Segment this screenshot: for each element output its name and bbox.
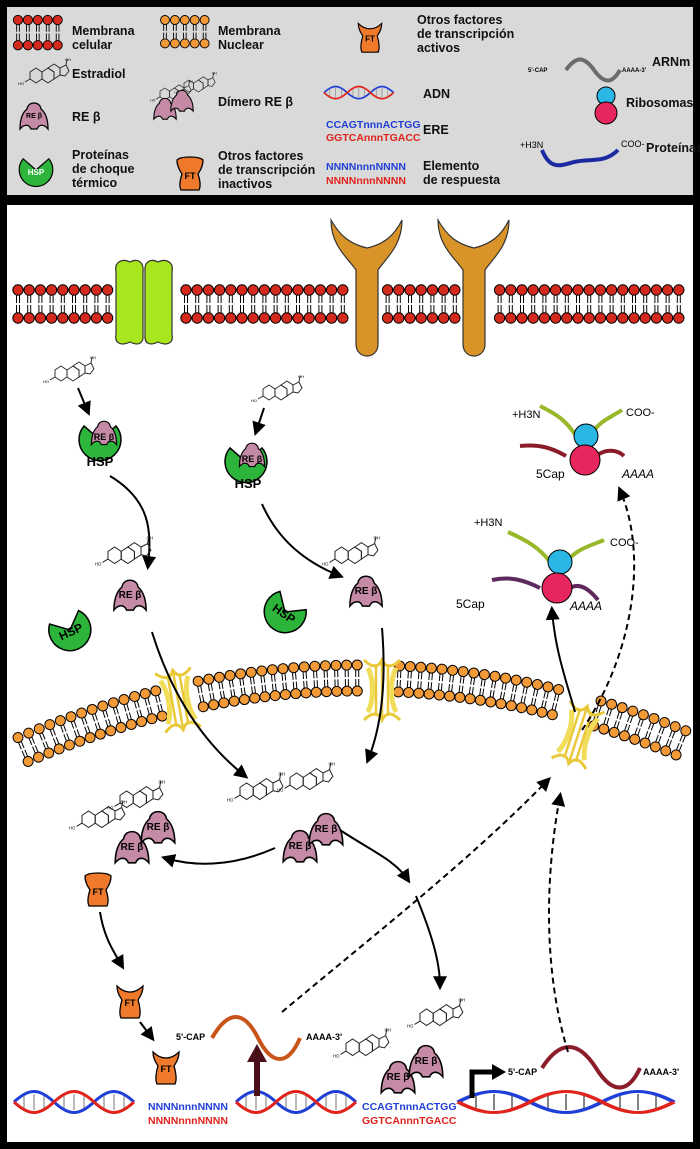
re-dimer-left: RE β RE β: [68, 778, 176, 864]
legend-mrna-text: ARNm: [652, 55, 690, 69]
legend-ribosome-text: Ribosomas: [626, 96, 693, 110]
ft-inactive-1: FT: [84, 872, 112, 907]
svg-text:5Cap: 5Cap: [456, 597, 485, 611]
ribosome-icon: [594, 86, 618, 125]
svg-text:FT: FT: [93, 887, 104, 897]
re-dimer-center: RE β RE β: [226, 760, 344, 863]
legend-re-beta-text: RE β: [72, 110, 101, 124]
svg-text:COO-: COO-: [610, 537, 639, 549]
legend-estradiol-text: Estradiol: [72, 67, 126, 81]
svg-text:RE β: RE β: [387, 1072, 410, 1083]
re-dimer-bottom: RE β RE β: [332, 996, 466, 1094]
seq-el-top: NNNNnnnNNNN: [148, 1101, 228, 1113]
ft-active-3: FT: [152, 1051, 180, 1085]
transcription-start-arrow: [469, 1064, 506, 1098]
re-estradiol-left: RE β: [94, 534, 154, 611]
svg-text:RE β: RE β: [121, 842, 144, 853]
legend-el-top: NNNNnnnNNNN: [326, 161, 406, 173]
svg-text:5'-CAP: 5'-CAP: [176, 1032, 205, 1042]
membrane-receptor-1: [330, 217, 403, 357]
re-estradiol-right: RE β: [321, 534, 383, 607]
membrane-receptor-2: [437, 217, 510, 357]
svg-text:FT: FT: [161, 1064, 172, 1074]
svg-text:RE β: RE β: [26, 113, 43, 120]
mrna-icon: 5'-CAP AAAA-3': [528, 57, 647, 83]
svg-text:5Cap: 5Cap: [536, 467, 565, 481]
ribosome-complex-bottom: +H3N COO- 5Cap AAAA: [456, 517, 639, 613]
svg-text:RE β: RE β: [315, 824, 338, 835]
cell-panel: [5, 203, 695, 1144]
mrna-export-arrow-1: [281, 776, 551, 1013]
protein-icon: +H3N COO-: [520, 139, 645, 168]
svg-text:RE β: RE β: [242, 454, 263, 464]
hsp-complex-left: RE β HSP: [78, 420, 122, 469]
svg-text:AAAA-3': AAAA-3': [622, 68, 647, 74]
mrna-export-arrow-2: [548, 791, 569, 1053]
legend-dna-text: ADN: [423, 87, 450, 101]
svg-text:RE β: RE β: [289, 841, 312, 852]
svg-text:FT: FT: [185, 171, 196, 181]
transcription-up-arrow: [247, 1044, 267, 1096]
svg-text:COO-: COO-: [621, 139, 645, 149]
ft-active-2: FT: [116, 985, 144, 1019]
ribosome-complex-top: +H3N COO- 5Cap AAAA: [512, 404, 655, 481]
svg-text:COO-: COO-: [626, 407, 655, 419]
svg-text:HSP: HSP: [28, 168, 45, 177]
svg-text:RE β: RE β: [415, 1056, 438, 1067]
svg-text:RE β: RE β: [119, 590, 142, 601]
svg-text:AAAA-3': AAAA-3': [306, 1032, 342, 1042]
mrna-middle: 5'-CAP AAAA-3': [176, 1015, 342, 1061]
seq-ere-bottom: GGTCAnnnTGACC: [362, 1115, 457, 1127]
membrane-channel: [115, 259, 173, 345]
legend-el-bottom: NNNNnnnNNNN: [326, 175, 406, 187]
svg-text:RE β: RE β: [355, 586, 378, 597]
svg-text:FT: FT: [365, 34, 375, 43]
legend-ere-text: ERE: [423, 123, 449, 137]
svg-text:AAAA: AAAA: [569, 599, 602, 613]
seq-ere-top: CCAGTnnnACTGG: [362, 1101, 457, 1113]
pore-to-ribosome-arrow: [545, 605, 576, 713]
svg-text:RE β: RE β: [147, 822, 170, 833]
hsp-complex-right: RE β HSP: [224, 442, 268, 491]
svg-text:5'-CAP: 5'-CAP: [528, 68, 547, 74]
legend-re-dimer-text: Dímero RE β: [218, 95, 293, 109]
ft-active-icon: FT: [357, 22, 383, 53]
legend-protein-text: Proteínas: [646, 141, 700, 155]
ft-inactive-icon: FT: [176, 156, 204, 191]
svg-text:+H3N: +H3N: [520, 140, 543, 150]
svg-text:AAAA: AAAA: [621, 467, 654, 481]
svg-text:FT: FT: [125, 998, 136, 1008]
svg-text:RE β: RE β: [94, 432, 115, 442]
svg-text:HSP: HSP: [87, 454, 114, 469]
mrna-to-ribosome-arrow: [581, 486, 636, 731]
seq-el-bottom: NNNNnnnNNNN: [148, 1115, 228, 1127]
hsp-legend-icon: HSP: [18, 158, 54, 188]
re-beta-icon: RE β: [19, 102, 49, 130]
svg-text:5'-CAP: 5'-CAP: [508, 1067, 537, 1077]
mrna-right: 5'-CAP AAAA-3': [508, 1045, 679, 1090]
svg-text:AAAA-3': AAAA-3': [643, 1067, 679, 1077]
legend-ere-bottom: GGTCAnnnTGACC: [326, 132, 421, 144]
svg-text:+H3N: +H3N: [512, 409, 540, 421]
svg-text:+H3N: +H3N: [474, 517, 502, 529]
svg-text:HSP: HSP: [235, 476, 262, 491]
legend-ere-top: CCAGTnnnACTGG: [326, 119, 421, 131]
